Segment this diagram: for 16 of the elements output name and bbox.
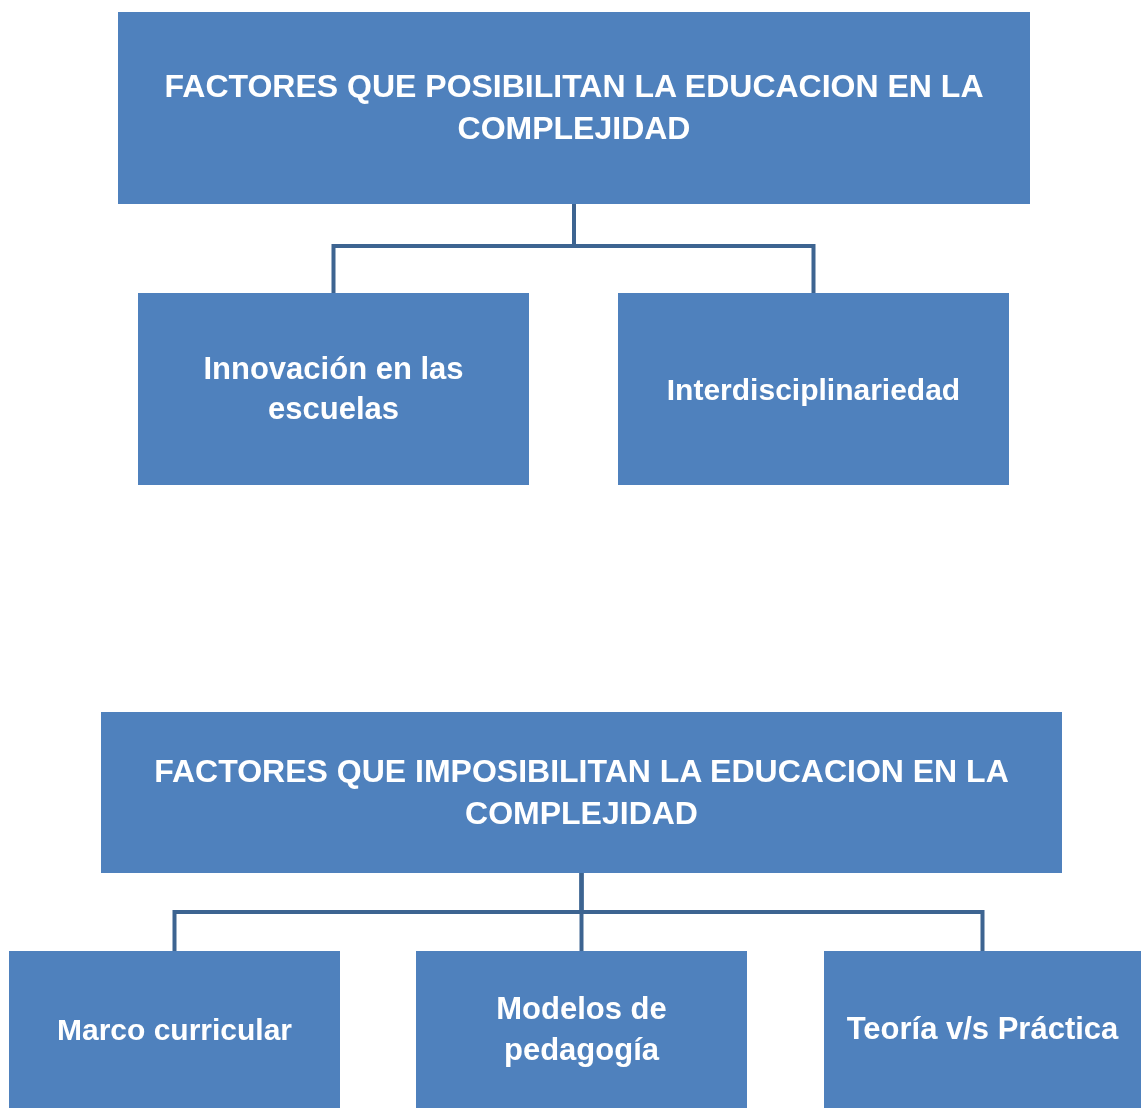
box-label: FACTORES QUE POSIBILITAN LA EDUCACION EN LA COMPLEJIDAD: [163, 67, 985, 148]
process-box: [118, 12, 1030, 204]
process-box: [138, 293, 529, 485]
process-box: [9, 951, 340, 1108]
process-box: [824, 951, 1141, 1108]
box-label: Interdisciplinariedad: [666, 371, 961, 408]
process-box: [416, 951, 747, 1108]
process-box: [101, 712, 1062, 873]
box-label: Marco curricular: [56, 1012, 293, 1048]
box-label: Teoría v/s Práctica: [846, 1010, 1119, 1049]
connector-line: [572, 204, 816, 293]
box-label: Modelos de pedagogía: [495, 990, 668, 1069]
box-label: FACTORES QUE IMPOSIBILITAN LA EDUCACION EN LA COMPLEJIDAD: [153, 751, 1010, 833]
connector-line: [579, 873, 985, 951]
box-label: Innovación en las escuelas: [202, 349, 465, 428]
process-box: [618, 293, 1009, 485]
